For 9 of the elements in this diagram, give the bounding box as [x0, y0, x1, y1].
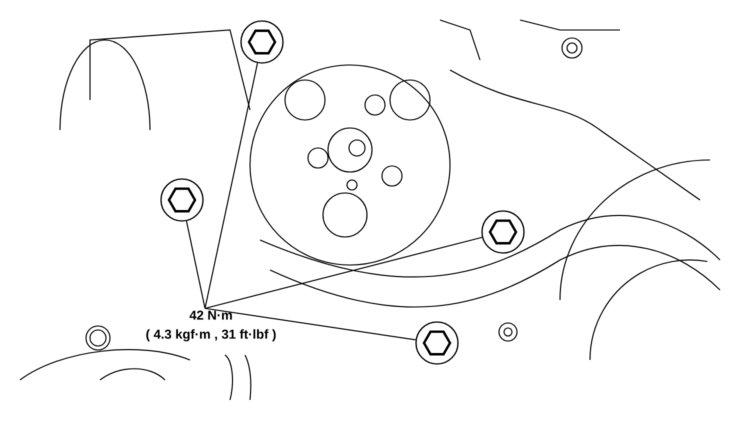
torque-label: 42 N·m ( 4.3 kgf·m , 31 ft·lbf ): [144, 308, 278, 344]
leader-line: [186, 221, 206, 308]
bolt: [160, 178, 204, 222]
bolt: [415, 321, 459, 365]
leader-line: [204, 308, 416, 340]
bolt: [481, 210, 525, 254]
leader-line: [204, 63, 258, 308]
bolt: [240, 20, 284, 64]
leader-line: [204, 236, 482, 309]
